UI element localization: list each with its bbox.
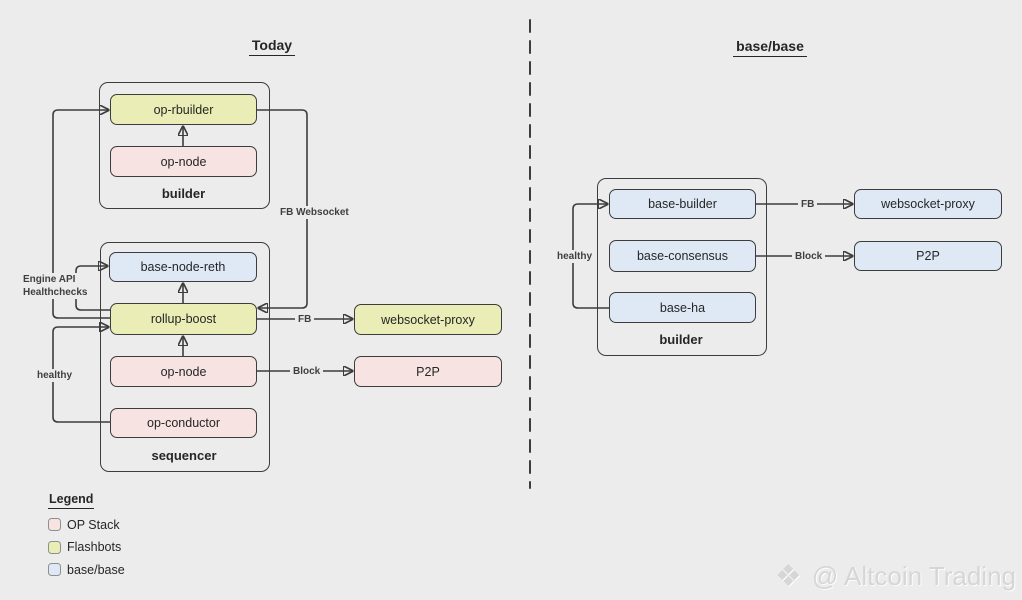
legend-item-op-stack: OP Stack — [48, 518, 125, 532]
watermark-text: @ Altcoin Trading — [811, 561, 1016, 591]
edge-label-healthy-right: healthy — [554, 250, 596, 263]
sequencer-group-label: sequencer — [151, 448, 217, 463]
legend-label-op-stack: OP Stack — [67, 517, 120, 532]
node-op-node-sequencer: op-node — [110, 356, 257, 387]
node-p2p-left: P2P — [354, 356, 502, 387]
legend-swatch-flashbots — [48, 540, 61, 554]
builder-group-left — [99, 82, 270, 209]
binance-diamond-icon: ❖ — [774, 559, 802, 593]
edge-label-fb-right: FB — [798, 198, 818, 211]
node-rollup-boost: rollup-boost — [110, 303, 257, 335]
builder-group-left-label: builder — [161, 186, 206, 201]
edge-label-fb-websocket: FB Websocket — [277, 206, 352, 219]
edge-label-healthchecks: Healthchecks — [23, 287, 88, 298]
node-p2p-right: P2P — [854, 241, 1002, 271]
builder-group-right-label: builder — [659, 332, 703, 347]
legend-label-flashbots: Flashbots — [67, 540, 122, 554]
node-op-rbuilder: op-rbuilder — [110, 94, 257, 125]
watermark: ❖ @ Altcoin Trading — [775, 561, 1016, 592]
node-base-consensus: base-consensus — [609, 240, 756, 272]
edge-label-healthy-left: healthy — [34, 369, 76, 382]
builder-group-right — [597, 178, 767, 356]
node-base-node-reth: base-node-reth — [109, 252, 257, 282]
legend-item-base-base: base/base — [48, 563, 125, 577]
edge-label-block-left: Block — [290, 365, 324, 378]
node-websocket-proxy-left: websocket-proxy — [354, 304, 502, 335]
node-op-node-builder: op-node — [110, 146, 257, 177]
edge-label-engine-api: Engine API — [23, 274, 76, 285]
node-base-ha: base-ha — [609, 292, 756, 323]
legend-swatch-op-stack — [48, 518, 61, 531]
edge-label-engine-api-healthchecks: Engine API Healthchecks — [20, 273, 91, 299]
legend-title: Legend — [48, 492, 125, 509]
node-op-conductor: op-conductor — [110, 408, 257, 438]
today-title: Today — [230, 37, 314, 56]
edge-rollup-boost-to-op-rbuilder — [52, 110, 111, 319]
node-websocket-proxy-right: websocket-proxy — [854, 189, 1002, 219]
legend-swatch-base-base — [48, 563, 61, 576]
legend: Legend OP Stack Flashbots base/base — [48, 492, 125, 577]
legend-item-flashbots: Flashbots — [48, 540, 125, 554]
sequencer-group — [100, 242, 270, 472]
node-base-builder: base-builder — [609, 189, 756, 219]
legend-label-base-base: base/base — [67, 562, 125, 577]
edge-label-fb-left: FB — [295, 313, 315, 326]
edge-label-block-right: Block — [792, 250, 826, 263]
base-base-title: base/base — [725, 38, 815, 57]
